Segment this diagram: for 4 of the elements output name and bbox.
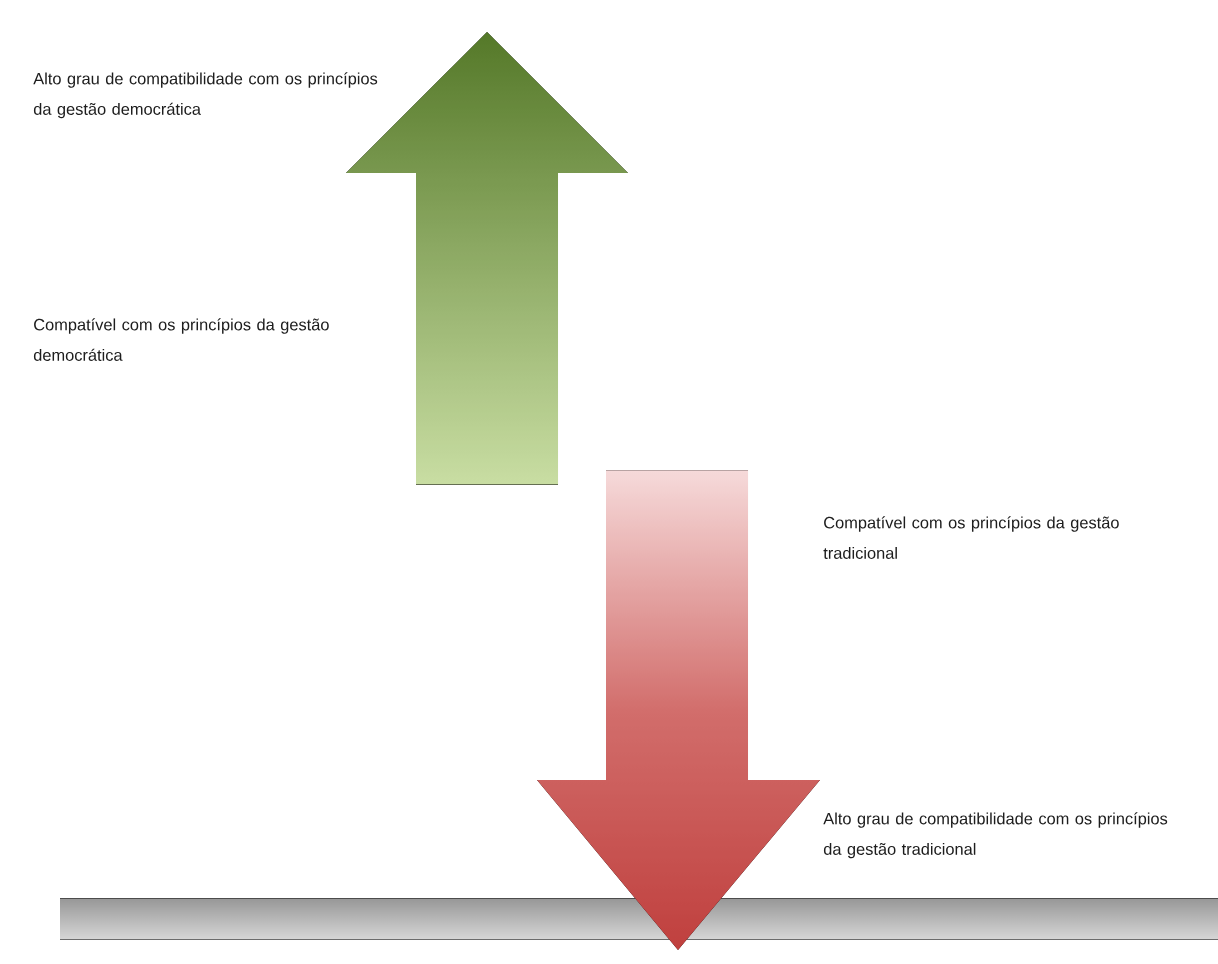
text-label: Compatível com os princípios da gestão democrática (33, 318, 329, 361)
text-label: Compatível com os princípios da gestão tradicional (823, 516, 1119, 559)
text-label: Alto grau de compatibilidade com os princípios da gestão tradicional (823, 812, 1168, 859)
text-label: Alto grau de compatibilidade com os princípios da gestão democrática (33, 72, 378, 119)
